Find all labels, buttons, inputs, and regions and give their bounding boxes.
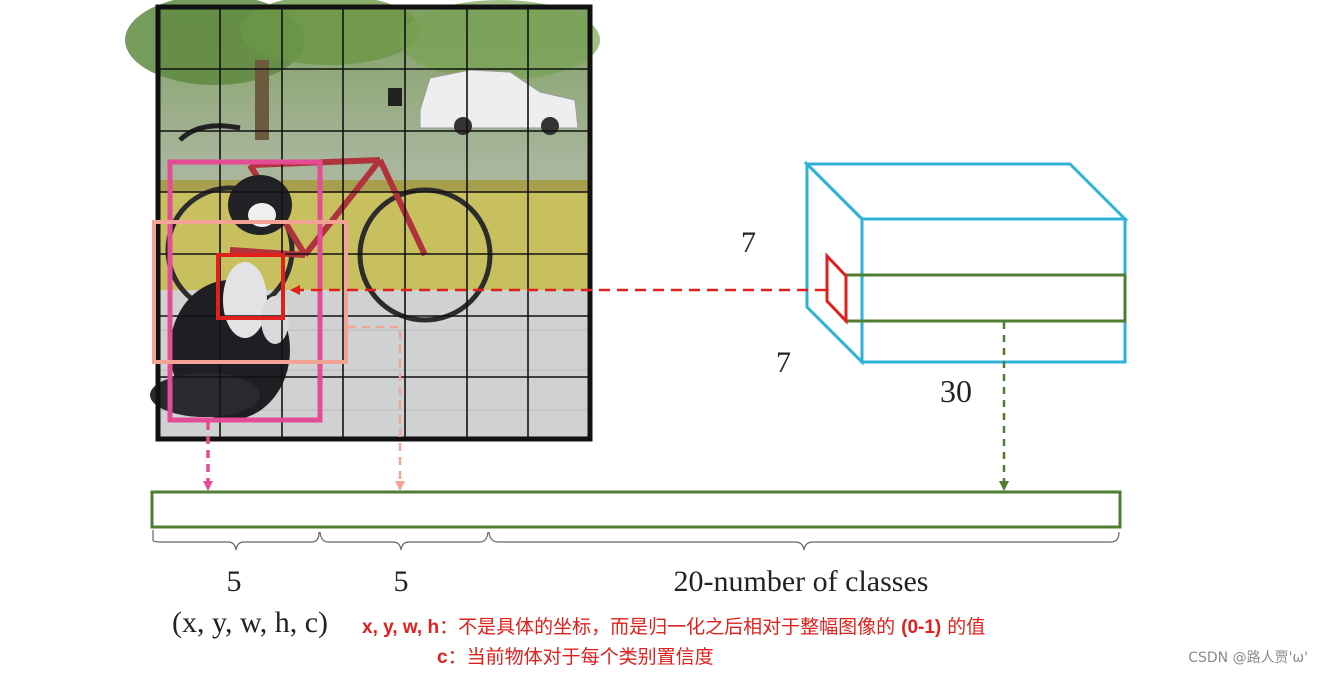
xywh-range: (0-1) [901, 617, 942, 638]
salmon-box-to-vector-arrow [348, 325, 405, 491]
xywh-text-a: 不是具体的坐标，而是归一化之后相对于整幅图像的 [458, 616, 902, 638]
bbox-salmon [152, 220, 348, 364]
cube-height-label: 7 [741, 226, 756, 259]
xywh-colon: ： [439, 616, 459, 638]
cube-depth-label: 7 [776, 346, 791, 379]
box-params-label: (x, y, w, h, c) [172, 606, 328, 639]
cube-width-label: 30 [940, 373, 972, 409]
input-photo [125, 0, 600, 439]
c-key: c [437, 647, 448, 668]
grid-cell-highlight [216, 253, 285, 320]
xywh-text-b: 的值 [941, 616, 986, 638]
tensor-cell-highlight [825, 252, 848, 325]
classes-label: 20-number of classes [674, 565, 929, 598]
segment-1-count: 5 [227, 565, 242, 598]
segment-2-count: 5 [394, 565, 409, 598]
c-text: 当前物体对于每个类别置信度 [466, 646, 714, 668]
confidence-note: c：当前物体对于每个类别置信度 [437, 642, 714, 669]
watermark: CSDN @路人贾'ω' [1188, 650, 1308, 666]
vector-braces [152, 530, 1120, 551]
output-vector-bar [150, 490, 1122, 529]
output-tensor-cube [803, 160, 1129, 366]
c-colon: ： [447, 646, 467, 668]
xywh-key: x, y, w, h [362, 617, 440, 638]
xywh-note: x, y, w, h：不是具体的坐标，而是归一化之后相对于整幅图像的 (0-1)… [362, 612, 985, 639]
tensor-depth-slice [844, 273, 1127, 323]
